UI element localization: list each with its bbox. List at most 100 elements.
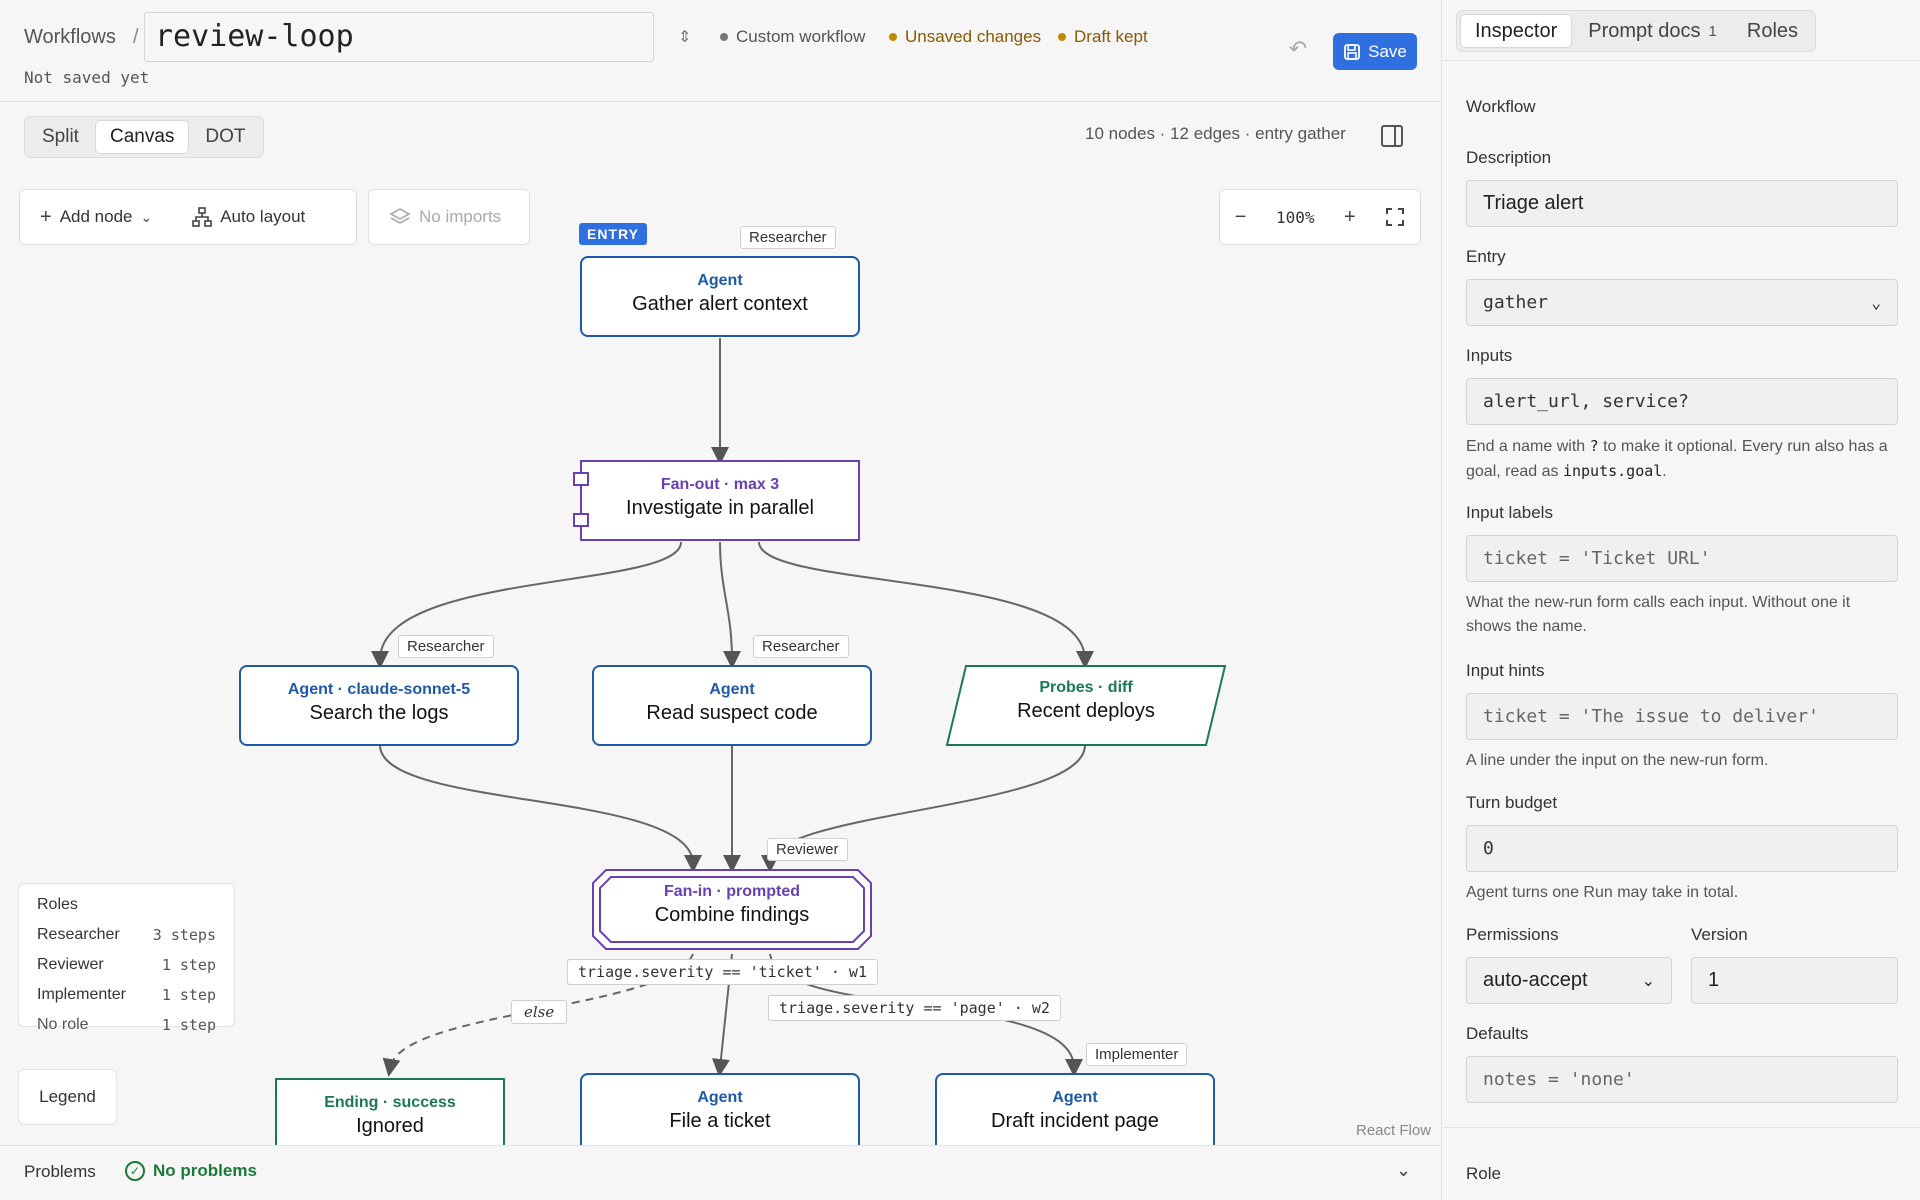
node-type: Agent — [1052, 1089, 1098, 1106]
entry-label: Entry — [1466, 247, 1506, 266]
tab-roles[interactable]: Roles — [1733, 14, 1812, 48]
version-field[interactable]: 1 — [1691, 957, 1898, 1004]
react-flow-attribution[interactable]: React Flow — [1356, 1122, 1432, 1139]
input-hints-field[interactable]: ticket = 'The issue to deliver' — [1466, 693, 1898, 740]
node-handle[interactable] — [573, 472, 589, 486]
node-ignored[interactable]: Ending · success Ignored — [275, 1078, 505, 1145]
permissions-select[interactable]: auto-accept ⌄ — [1466, 957, 1672, 1004]
permissions-value: auto-accept — [1483, 969, 1588, 991]
roles-summary: Roles Researcher 3 steps Reviewer 1 step… — [18, 883, 235, 1034]
tab-canvas[interactable]: Canvas — [94, 120, 190, 154]
save-label: Save — [1368, 41, 1407, 61]
input-hints-help: A line under the input on the new-run fo… — [1466, 752, 1769, 769]
node-gather[interactable]: Agent Gather alert context — [580, 256, 860, 337]
chevron-down-icon: ⌄ — [1641, 972, 1655, 990]
node-deploys[interactable]: Probes · diff Recent deploys — [946, 665, 1226, 746]
status-dot-icon — [889, 33, 897, 41]
edge-label-page[interactable]: triage.severity == 'page' · w2 — [768, 995, 1061, 1021]
inputs-help: End a name with ? to make it optional. E… — [1466, 434, 1898, 484]
problems-bar[interactable]: Problems ✓ No problems ⌄ — [0, 1145, 1440, 1200]
zoom-in-icon[interactable]: + — [1344, 206, 1356, 228]
node-title: Gather alert context — [632, 293, 808, 315]
tab-split[interactable]: Split — [42, 126, 79, 147]
input-labels-help: What the new-run form calls each input. … — [1466, 594, 1851, 635]
help-text: to make it optional. Every run also has … — [1466, 438, 1888, 480]
section-workflow: Workflow — [1466, 97, 1536, 116]
status-custom-label: Custom workflow — [736, 27, 866, 46]
add-node-label: Add node — [59, 207, 133, 226]
node-combine[interactable]: Fan-in · prompted Combine findings — [592, 869, 872, 950]
section-role: Role — [1466, 1164, 1501, 1183]
node-code[interactable]: Agent Read suspect code — [592, 665, 872, 746]
description-input[interactable]: Triage alert — [1466, 180, 1898, 227]
node-type: Agent — [697, 272, 743, 289]
node-title: Read suspect code — [646, 702, 818, 724]
flow-canvas[interactable]: + Add node ⌄ Auto layout No imports − 10… — [0, 170, 1440, 1145]
role-count: 3 steps — [152, 926, 216, 944]
help-code: ? — [1589, 437, 1599, 455]
status-dot-icon — [1058, 33, 1066, 41]
node-title: Ignored — [356, 1115, 424, 1137]
node-title: Investigate in parallel — [626, 497, 814, 519]
node-type: Fan-out · max 3 — [660, 476, 780, 493]
role-name: Implementer — [37, 986, 126, 1003]
workflow-switch-icon[interactable]: ⇕ — [678, 29, 692, 46]
panel-toggle-icon[interactable] — [1381, 125, 1403, 147]
header: Workflows / review-loop ⇕ Not saved yet … — [0, 0, 1440, 158]
node-title: File a ticket — [669, 1110, 771, 1132]
zoom-out-icon[interactable]: − — [1234, 206, 1247, 228]
input-labels-field[interactable]: ticket = 'Ticket URL' — [1466, 535, 1898, 582]
tab-dot[interactable]: DOT — [205, 126, 246, 147]
main-area: Workflows / review-loop ⇕ Not saved yet … — [0, 0, 1440, 1200]
role-count: 1 step — [161, 1016, 216, 1034]
layers-icon — [389, 208, 411, 224]
legend-button[interactable]: Legend — [18, 1069, 117, 1125]
breadcrumb-workflows[interactable]: Workflows — [24, 26, 116, 48]
chevron-down-icon: ⌄ — [140, 209, 153, 225]
auto-layout-button[interactable]: Auto layout — [172, 207, 325, 227]
roles-row: Reviewer 1 step — [37, 950, 216, 980]
save-button[interactable]: Save — [1333, 33, 1417, 70]
edge-label-else[interactable]: else — [511, 1000, 568, 1024]
node-title: Search the logs — [309, 702, 449, 724]
turn-budget-field[interactable]: 0 — [1466, 825, 1898, 872]
node-title: Draft incident page — [991, 1110, 1159, 1132]
version-label: Version — [1691, 925, 1748, 944]
node-ticket[interactable]: Agent File a ticket — [580, 1073, 860, 1145]
node-type: Probes · diff — [1039, 679, 1133, 696]
fit-view-icon[interactable] — [1385, 207, 1405, 227]
tab-inspector[interactable]: Inspector — [1460, 14, 1573, 48]
permissions-label: Permissions — [1466, 925, 1559, 944]
role-count: 1 step — [161, 986, 216, 1004]
description-label: Description — [1466, 148, 1552, 167]
node-handle[interactable] — [573, 513, 589, 527]
node-parallel[interactable]: Fan-out · max 3 Investigate in parallel — [573, 460, 860, 541]
no-imports-button[interactable]: No imports — [369, 207, 521, 227]
workflow-name-input[interactable]: review-loop — [144, 12, 654, 62]
chevron-down-icon[interactable]: ⌄ — [1396, 1160, 1412, 1180]
node-logs[interactable]: Agent · claude-sonnet-5 Search the logs — [239, 665, 519, 746]
hierarchy-icon — [192, 207, 213, 227]
node-type: Fan-in · prompted — [664, 883, 800, 900]
undo-icon[interactable]: ↶ — [1288, 36, 1308, 61]
inputs-field[interactable]: alert_url, service? — [1466, 378, 1898, 425]
auto-layout-label: Auto layout — [220, 207, 306, 226]
node-incident[interactable]: Agent Draft incident page — [935, 1073, 1215, 1145]
add-node-button[interactable]: + Add node ⌄ — [20, 207, 172, 227]
graph-stats: 10 nodes · 12 edges · entry gather — [1085, 124, 1346, 143]
view-mode-tabs: Split Canvas DOT — [24, 116, 264, 158]
node-type: Agent — [697, 1089, 743, 1106]
entry-select[interactable]: gather ⌄ — [1466, 279, 1898, 326]
tab-prompt-docs-label: Prompt docs — [1588, 19, 1701, 42]
role-tag-gather: Researcher — [740, 226, 836, 249]
role-name: Researcher — [37, 926, 120, 943]
status-unsaved-changes: Unsaved changes — [889, 27, 1041, 47]
octagon-shape — [592, 869, 872, 950]
problems-status-label: No problems — [153, 1161, 257, 1180]
defaults-field[interactable]: notes = 'none' — [1466, 1056, 1898, 1103]
edge-label-ticket[interactable]: triage.severity == 'ticket' · w1 — [567, 959, 878, 985]
input-hints-label: Input hints — [1466, 661, 1545, 680]
role-tag-logs: Researcher — [398, 635, 494, 658]
